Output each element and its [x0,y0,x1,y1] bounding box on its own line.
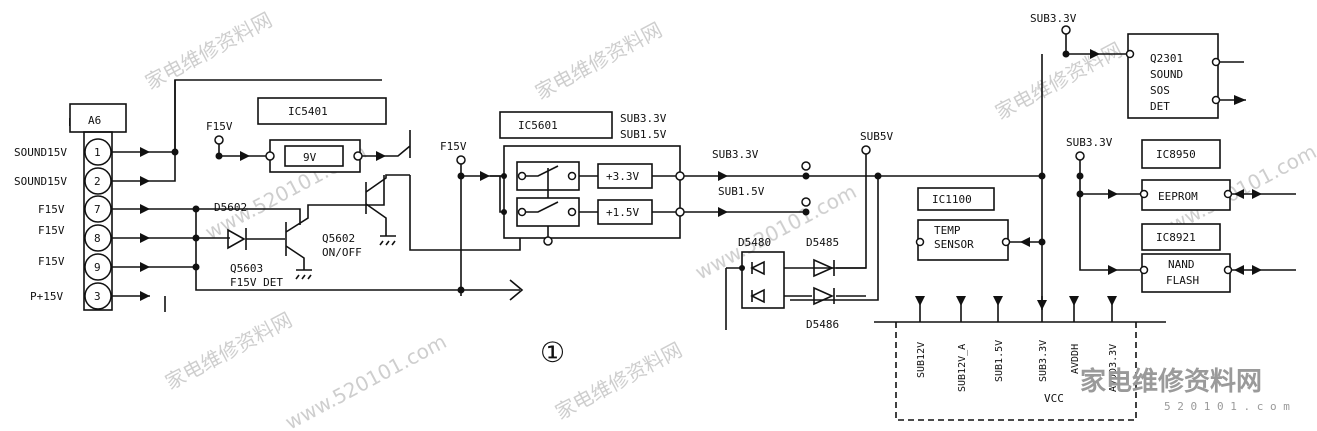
net-sub5v: SUB5V [860,130,893,143]
watermark-cn: 家电维修资料网 [991,37,1126,124]
d5480-ref: D5480 [738,236,771,249]
vcc-pin: SUB12V_A [957,344,968,392]
connector-header: A6 [88,114,101,127]
connector-p6: P6 A6 1 SOUND15V 2 SOUND15V 7 F15V 8 F15… [14,103,127,311]
reg-1v5: +1.5V [606,206,639,219]
sub5v-diodes: SUB5V D5480 D5485 D5486 [725,130,893,331]
vcc-pin: AVDD3.3V [1108,344,1119,392]
ic5601-regulator: IC5601 SUB3.3V SUB1.5V +3.3V +1.5V [490,111,685,246]
connector-wires [111,79,524,312]
ic5601-out2: SUB1.5V [620,128,667,141]
site-logo: 家电维修资料网 5 2 0 1 0 1 . c o m [1080,366,1290,413]
ic1100-temp-sensor: IC1100 TEMP SENSOR [915,187,1042,261]
ic1100-body [917,219,1009,261]
vcc-pin: AVDDH [1070,344,1081,374]
ic8921-ref: IC8921 [1156,231,1196,244]
pin-signal: SOUND15V [14,175,67,188]
pin-signal: F15V [38,224,65,237]
q2301-body [1127,33,1219,119]
vcc-label: VCC [1044,392,1064,405]
temp-line2: SENSOR [934,238,974,251]
net-label-f15v: F15V [440,140,467,153]
d5602-ref: D5602 [214,201,247,214]
logo-site: 5 2 0 1 0 1 . c o m [1164,400,1290,413]
watermark-cn: 家电维修资料网 [531,17,666,104]
ic8950-label-box [1141,139,1221,169]
nand-line2: FLASH [1166,274,1199,287]
ic8921-label-box [1141,223,1221,251]
ic5601-outputs: SUB3.3V SUB1.5V [684,148,1042,217]
temp-line1: TEMP [934,224,961,237]
reg-9v: 9V [303,151,317,164]
pin-number: 3 [94,290,101,303]
f15v-rail: F15V [440,140,518,296]
connector-pin: 3 P+15V [30,282,112,310]
connector-pin: 2 SOUND15V [14,167,112,195]
connector-pin: 1 SOUND15V [14,138,112,166]
q2301-ref: Q2301 [1150,52,1183,65]
pin-number: 1 [94,146,101,159]
logo-text: 家电维修资料网 [1080,366,1262,397]
net-sub15: SUB1.5V [718,185,765,198]
net-sub33-top: SUB3.3V [1030,12,1077,25]
q5602-ref: Q5602 [322,232,355,245]
d5486-ref: D5486 [806,318,839,331]
ic5601-label-box [499,111,613,139]
ic1100-label-box [917,187,995,211]
vcc-pin: SUB12V [916,342,927,378]
vcc-pin: SUB3.3V [1038,340,1049,382]
ic1100-ref: IC1100 [932,193,972,206]
q2301-line4: DET [1150,100,1170,113]
net-sub33: SUB3.3V [712,148,759,161]
q2301-line2: SOUND [1150,68,1183,81]
ic5601-out1: SUB3.3V [620,112,667,125]
q5602-desc: ON/OFF [322,246,362,259]
q5603-ref: Q5603 [230,262,263,275]
vcc-block: SUB12V SUB12V_A SUB1.5V SUB3.3V AVDDH AV… [874,296,1166,421]
ic5601-ref: IC5601 [518,119,558,132]
nand-line1: NAND [1168,258,1195,271]
connector-header-box [69,103,127,133]
connector-pin: 8 F15V [38,224,112,252]
pin-signal: F15V [38,203,65,216]
pin-signal: F15V [38,255,65,268]
connector-pin: 7 F15V [38,195,112,223]
pin-signal: SOUND15V [14,146,67,159]
pin-signal: P+15V [30,290,63,303]
section-marker: ① [540,336,565,369]
ic8950-ref: IC8950 [1156,148,1196,161]
pin-number: 9 [94,261,101,274]
q2301-line3: SOS [1150,84,1170,97]
ic5401-regulator: F15V IC5401 9V [206,97,411,173]
pin-number: 7 [94,203,101,216]
eeprom-label: EEPROM [1158,190,1198,203]
connector-pin: 9 F15V [38,253,112,281]
ic5401-ref: IC5401 [288,105,328,118]
pin-number: 8 [94,232,101,245]
net-label-f15v: F15V [206,120,233,133]
net-sub33-mid: SUB3.3V [1066,136,1113,149]
d5485-ref: D5485 [806,236,839,249]
q5603-desc: F15V DET [230,276,283,289]
vcc-pin: SUB1.5V [994,340,1005,382]
watermark-site: www.520101.com [281,329,450,431]
q2301-block: SUB3.3V Q2301 SOUND SOS DET [1030,12,1246,310]
connector-body [83,131,113,311]
reg-3v3: +3.3V [606,170,639,183]
ic5401-label-box [257,97,387,125]
ic5601-body [503,145,681,239]
pin-number: 2 [94,175,101,188]
watermark-cn: 家电维修资料网 [141,7,276,94]
watermark-cn: 家电维修资料网 [551,337,686,424]
memory-block: SUB3.3V IC8950 EEPROM IC8921 NAND FLASH [1066,136,1296,293]
watermark-cn: 家电维修资料网 [161,307,296,394]
